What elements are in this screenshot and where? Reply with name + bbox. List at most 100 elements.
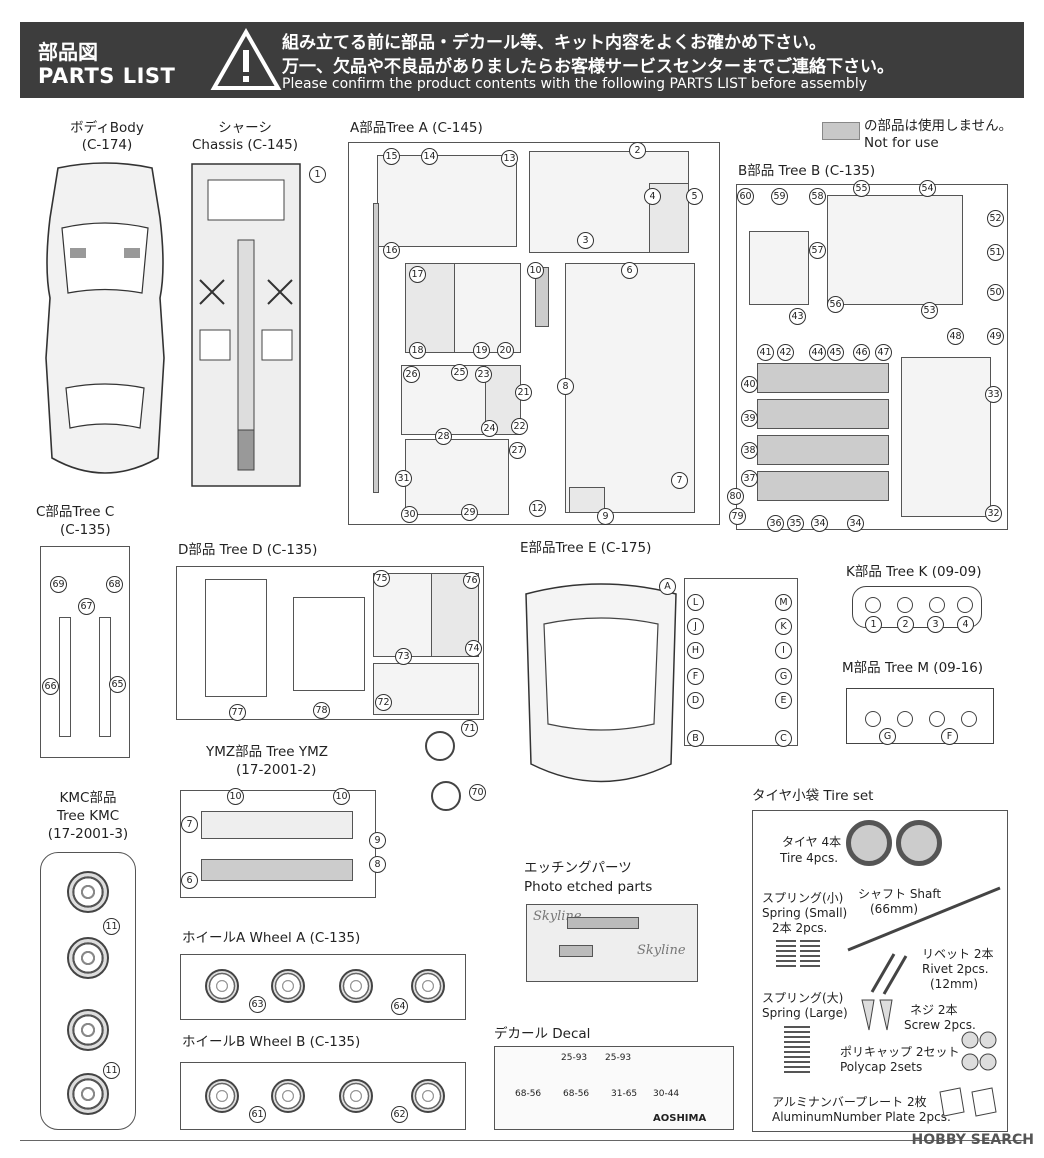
part-number: 79 bbox=[729, 508, 746, 525]
part-number: 43 bbox=[789, 308, 806, 325]
part-number: 30 bbox=[401, 506, 418, 523]
part-number: L bbox=[687, 594, 704, 611]
part-number: 44 bbox=[809, 344, 826, 361]
screw-icon bbox=[861, 999, 893, 1031]
part-number: 33 bbox=[985, 386, 1002, 403]
tree-e-window bbox=[525, 583, 677, 783]
spring-small-ja: スプリング(小) bbox=[762, 891, 844, 905]
plate-text: 25-93 bbox=[605, 1053, 632, 1063]
part-number: G bbox=[879, 728, 896, 745]
part-number: 74 bbox=[465, 640, 482, 657]
part-number: 36 bbox=[767, 515, 784, 532]
part-number: 11 bbox=[103, 918, 120, 935]
warning-line-en: Please confirm the product contents with… bbox=[282, 76, 867, 92]
part-number: 14 bbox=[421, 148, 438, 165]
part-number: I bbox=[775, 642, 792, 659]
etched-label-en: Photo etched parts bbox=[524, 879, 653, 895]
part-number: 34 bbox=[847, 515, 864, 532]
part-number: 52 bbox=[987, 210, 1004, 227]
part-number: 50 bbox=[987, 284, 1004, 301]
part-number: 47 bbox=[875, 344, 892, 361]
part-number: 10 bbox=[527, 262, 544, 279]
warning-line-2: 万一、欠品や不良品がありましたらお客様サービスセンターまでご連絡下さい。 bbox=[282, 57, 894, 77]
polycap-icon bbox=[961, 1031, 997, 1071]
part-number: 56 bbox=[827, 296, 844, 313]
part-number: 59 bbox=[771, 188, 788, 205]
tree-m-label: M部品 Tree M (09-16) bbox=[842, 660, 984, 676]
wheel-a-frame bbox=[180, 954, 466, 1020]
spring-small-icon bbox=[800, 940, 820, 968]
part-number: 75 bbox=[373, 570, 390, 587]
legend-en: Not for use bbox=[864, 135, 939, 151]
part-number: 27 bbox=[509, 442, 526, 459]
steering-wheels bbox=[425, 731, 461, 811]
polycap-en: Polycap 2sets bbox=[840, 1060, 923, 1074]
part-number: 67 bbox=[78, 598, 95, 615]
part-number: 40 bbox=[741, 376, 758, 393]
tree-d-label: D部品 Tree D (C-135) bbox=[178, 542, 318, 558]
part-number: 31 bbox=[395, 470, 412, 487]
part-number: 9 bbox=[597, 508, 614, 525]
plate-text: 31-65 bbox=[611, 1089, 638, 1099]
part-number: 48 bbox=[947, 328, 964, 345]
part-number: 54 bbox=[919, 180, 936, 197]
part-number: 49 bbox=[987, 328, 1004, 345]
legend-ja: の部品は使用しません。 bbox=[864, 118, 1013, 134]
part-number: 2 bbox=[897, 616, 914, 633]
tree-a-label: A部品Tree A (C-145) bbox=[350, 120, 483, 136]
body-label: ボディBody bbox=[70, 120, 144, 136]
part-number: 13 bbox=[501, 150, 518, 167]
tree-kmc-frame bbox=[40, 852, 136, 1130]
part-number: A bbox=[659, 578, 676, 595]
part-number: 21 bbox=[515, 384, 532, 401]
tree-ymz-code: (17-2001-2) bbox=[236, 762, 317, 778]
spring-large-en: Spring (Large) bbox=[762, 1006, 848, 1020]
part-number: 3 bbox=[577, 232, 594, 249]
body-code: (C-174) bbox=[81, 137, 133, 153]
tire-icon bbox=[896, 820, 942, 866]
tire-set-label: タイヤ小袋 Tire set bbox=[752, 788, 874, 804]
spring-small-icon bbox=[776, 940, 796, 968]
part-number: 8 bbox=[557, 378, 574, 395]
tree-ymz-frame bbox=[180, 790, 376, 898]
part-number: C bbox=[775, 730, 792, 747]
rivet-size: (12mm) bbox=[930, 977, 979, 991]
tree-a-frame bbox=[348, 142, 720, 525]
tree-b-frame bbox=[736, 184, 1008, 530]
tree-e-label: E部品Tree E (C-175) bbox=[520, 540, 652, 556]
tree-m-frame bbox=[846, 688, 994, 744]
rivet-ja: リベット 2本 bbox=[922, 947, 994, 961]
chassis-label-ja: シャーシ bbox=[218, 120, 272, 136]
part-number: 66 bbox=[42, 678, 59, 695]
watermark: HOBBY SEARCH bbox=[911, 1132, 1034, 1148]
part-number: 57 bbox=[809, 242, 826, 259]
part-number: E bbox=[775, 692, 792, 709]
part-number: F bbox=[687, 668, 704, 685]
spring-small-qty: 2本 2pcs. bbox=[772, 921, 828, 935]
tree-c-label: C部品Tree C bbox=[36, 504, 115, 520]
etched-label-ja: エッチングパーツ bbox=[524, 860, 632, 876]
tree-kmc-label-2: Tree KMC bbox=[56, 808, 120, 824]
part-number: 72 bbox=[375, 694, 392, 711]
part-number: 35 bbox=[787, 515, 804, 532]
part-number: 4 bbox=[957, 616, 974, 633]
rivet-en: Rivet 2pcs. bbox=[922, 962, 989, 976]
part-number: 55 bbox=[853, 180, 870, 197]
shaft-size: (66mm) bbox=[870, 902, 919, 916]
part-number: 69 bbox=[50, 576, 67, 593]
tire-icon bbox=[846, 820, 892, 866]
plate-ja: アルミナンバープレート 2枚 bbox=[772, 1095, 927, 1109]
part-number: 71 bbox=[461, 720, 478, 737]
etched-sheet: Skyline Skyline bbox=[526, 904, 698, 982]
wheel-b-frame bbox=[180, 1062, 466, 1130]
part-number: 51 bbox=[987, 244, 1004, 261]
part-number: 22 bbox=[511, 418, 528, 435]
body-part bbox=[45, 162, 165, 474]
plate-text: 30-44 bbox=[653, 1089, 680, 1099]
title-ja: 部品図 bbox=[38, 40, 98, 64]
tire-ja: タイヤ 4本 bbox=[782, 835, 842, 849]
spring-large-ja: スプリング(大) bbox=[762, 991, 844, 1005]
warning-icon bbox=[210, 28, 282, 90]
tree-kmc-label-1: KMC部品 bbox=[59, 790, 117, 806]
part-number: J bbox=[687, 618, 704, 635]
